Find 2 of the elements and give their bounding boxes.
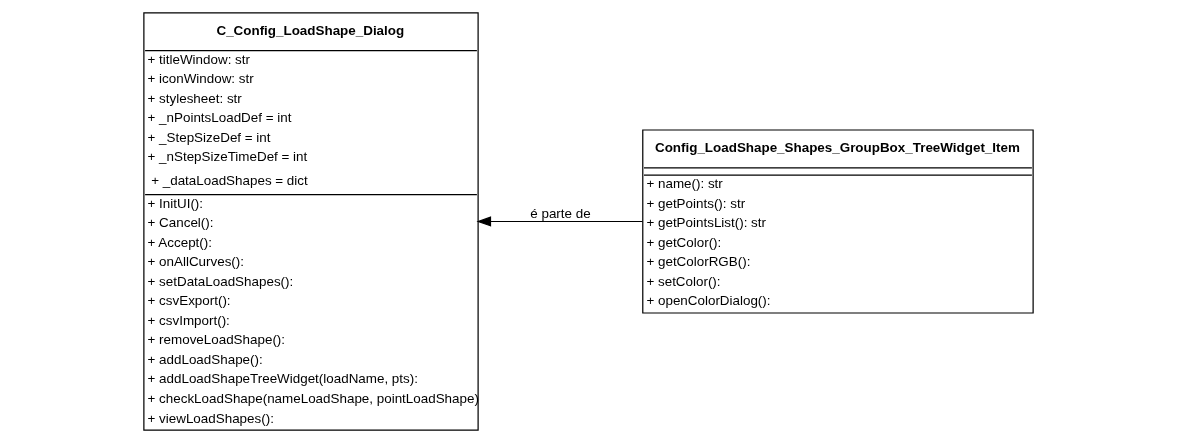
edge-label: é parte de [530,205,591,221]
arrow [476,216,644,227]
